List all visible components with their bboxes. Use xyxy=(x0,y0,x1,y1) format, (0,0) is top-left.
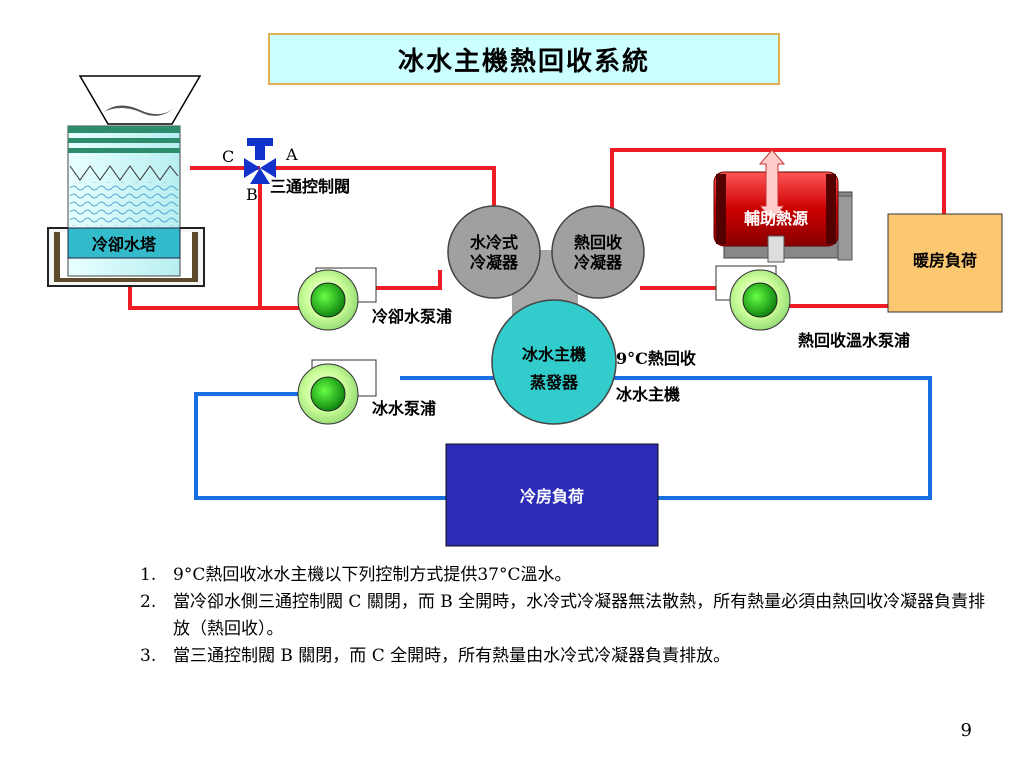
water-condenser-label-2: 冷凝器 xyxy=(470,253,519,272)
slide-title: 冰水主機熱回收系統 xyxy=(268,33,780,85)
heat-condenser-label-1: 熱回收 xyxy=(574,233,622,252)
hot-water-pump: 熱回收溫水泵浦 xyxy=(715,265,910,350)
valve-port-c: C xyxy=(222,147,234,166)
aux-heat-label: 輔助熱源 xyxy=(744,209,808,228)
note-text: 9°C熱回收冰水主機以下列控制方式提供37°C溫水。 xyxy=(173,565,572,585)
cooling-water-pump: 冷卻水泵浦 xyxy=(297,267,452,331)
note-item: 2. 當冷卻水側三通控制閥 C 關閉，而 B 全開時，水冷式冷凝器無法散熱，所有… xyxy=(140,589,1000,643)
water-condenser-label-1: 水冷式 xyxy=(470,233,518,252)
page-number: 9 xyxy=(960,720,972,741)
cooling-tower: 冷卻水塔 xyxy=(47,75,205,287)
evaporator xyxy=(491,299,617,425)
chilled-pump-label: 冰水泵浦 xyxy=(372,399,436,418)
cooling-load-label: 冷房負荷 xyxy=(520,487,584,506)
water-cooled-condenser xyxy=(447,205,541,299)
note-text: 當冷卻水側三通控制閥 C 關閉，而 B 全開時，水冷式冷凝器無法散熱，所有熱量必… xyxy=(173,592,986,639)
valve-port-b: B xyxy=(246,185,258,204)
chilled-water-pump: 冰水泵浦 xyxy=(297,359,436,425)
evaporator-label-2: 蒸發器 xyxy=(530,373,579,392)
evaporator-label-1: 冰水主機 xyxy=(522,345,586,364)
note-item: 1. 9°C熱回收冰水主機以下列控制方式提供37°C溫水。 xyxy=(140,562,1000,589)
chilled-water-pipes xyxy=(194,376,932,500)
heating-load-label: 暖房負荷 xyxy=(913,251,977,270)
auxiliary-heater: 輔助熱源 xyxy=(713,149,853,263)
chiller-label-1: 9°C熱回收 xyxy=(616,349,696,368)
heat-condenser-label-2: 冷凝器 xyxy=(574,253,623,272)
note-number: 2. xyxy=(140,592,157,612)
valve-label: 三通控制閥 xyxy=(270,177,350,196)
three-way-valve: C A B 三通控制閥 xyxy=(222,138,350,204)
valve-port-a: A xyxy=(285,145,298,164)
hot-water-pump-label: 熱回收溫水泵浦 xyxy=(798,331,910,350)
notes-list: 1. 9°C熱回收冰水主機以下列控制方式提供37°C溫水。 2. 當冷卻水側三通… xyxy=(140,562,1000,670)
note-number: 3. xyxy=(140,646,157,666)
cooling-tower-label: 冷卻水塔 xyxy=(92,235,157,254)
note-item: 3. 當三通控制閥 B 關閉，而 C 全開時，所有熱量由水冷式冷凝器負責排放。 xyxy=(140,643,1000,670)
chiller-label-2: 冰水主機 xyxy=(616,385,680,404)
heat-recovery-condenser xyxy=(551,205,645,299)
note-text: 當三通控制閥 B 關閉，而 C 全開時，所有熱量由水冷式冷凝器負責排放。 xyxy=(173,646,731,666)
cooling-pump-label: 冷卻水泵浦 xyxy=(372,307,452,326)
heating-load: 暖房負荷 xyxy=(887,213,1003,313)
chiller-unit: 水冷式 冷凝器 熱回收 冷凝器 冰水主機 蒸發器 9°C熱回收 冰水主機 xyxy=(447,205,696,425)
cooling-load: 冷房負荷 xyxy=(445,443,659,547)
note-number: 1. xyxy=(140,565,157,585)
